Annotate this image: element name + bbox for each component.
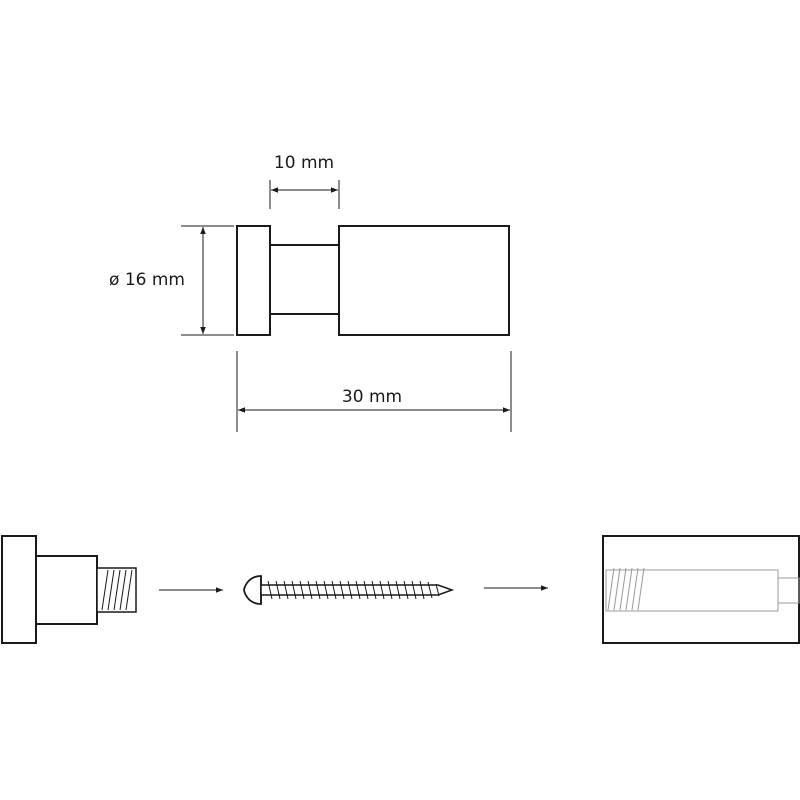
hook-cap-body [338,225,510,336]
diameter-dimension: ø 16 mm [109,225,234,336]
base-neck [35,555,98,625]
hook-base-plate [236,225,271,336]
length-dimension: 30 mm [236,351,512,432]
screw-part [243,575,455,605]
screw-shank [260,584,455,596]
screw-thread [267,580,440,600]
cap-body [602,535,800,644]
gap-dimension-label: 10 mm [274,153,334,173]
hook-neck [269,244,340,315]
gap-dimension: 10 mm [269,153,340,209]
length-dimension-label: 30 mm [342,387,402,407]
cap-internal-thread-lines [607,567,645,611]
hook-side-view [236,225,510,336]
cap-inner-step [777,577,800,604]
diameter-dimension-label: ø 16 mm [109,270,185,290]
base-plate [1,535,37,644]
screw-head [243,575,262,605]
hook-base-part [1,535,137,644]
stud-thread-lines [101,569,133,611]
hook-cap-part [602,535,800,644]
